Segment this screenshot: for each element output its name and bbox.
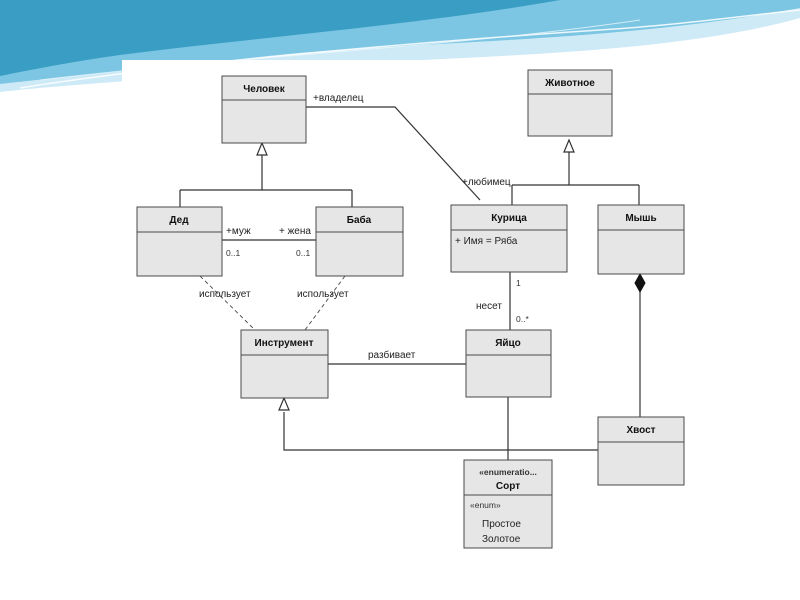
label-ispolzuet-left: использует <box>199 289 251 300</box>
label-razbivaet: разбивает <box>368 349 416 361</box>
class-instrument[interactable]: Инструмент <box>240 329 329 399</box>
class-mysh[interactable]: Мышь <box>597 204 685 275</box>
association-labels: +владелец +любимец +муж + жена 0..1 0..1… <box>199 93 529 361</box>
class-kuritsa-attribute: + Имя = Ряба <box>455 235 518 247</box>
class-instrument-name: Инструмент <box>255 338 314 349</box>
class-mysh-name: Мышь <box>625 213 656 224</box>
enum-sort[interactable]: «enumeratio... Сорт «enum» Простое Золот… <box>463 459 553 549</box>
enum-sort-name: Сорт <box>496 481 520 492</box>
class-chelovek[interactable]: Человек <box>221 75 307 144</box>
label-zhena-multiplicity: 0..1 <box>296 248 310 258</box>
class-zhivotnoe[interactable]: Животное <box>527 69 613 137</box>
label-neset: несет <box>476 301 502 312</box>
class-khvost-name: Хвост <box>626 425 655 436</box>
label-neset-multiplicity-top: 1 <box>516 278 521 288</box>
connections <box>179 106 646 460</box>
class-zhivotnoe-name: Животное <box>544 78 595 89</box>
class-yaitso-name: Яйцо <box>495 338 521 349</box>
label-muzh-multiplicity: 0..1 <box>226 248 240 258</box>
class-khvost[interactable]: Хвост <box>597 416 685 486</box>
label-neset-multiplicity-bottom: 0..* <box>516 314 529 324</box>
enum-literal-zolotoe: Золотое <box>482 534 521 545</box>
class-kuritsa-name: Курица <box>491 213 527 224</box>
label-zhena: + жена <box>279 226 311 237</box>
label-vladelets: +владелец <box>313 93 364 104</box>
label-ispolzuet-right: использует <box>297 289 349 300</box>
class-baba[interactable]: Баба <box>315 206 404 277</box>
enum-sort-literal-stereotype: «enum» <box>470 500 501 510</box>
class-ded-name: Дед <box>169 215 189 226</box>
enum-literal-prostoe: Простое <box>482 519 521 530</box>
label-muzh: +муж <box>226 226 251 237</box>
class-ded[interactable]: Дед <box>136 206 223 277</box>
label-lyubimets: +любимец <box>462 176 511 188</box>
enum-sort-stereotype: «enumeratio... <box>479 467 537 477</box>
class-kuritsa[interactable]: Курица + Имя = Ряба <box>450 204 568 273</box>
class-baba-name: Баба <box>347 214 372 226</box>
class-chelovek-name: Человек <box>243 84 285 95</box>
class-yaitso[interactable]: Яйцо <box>465 329 552 398</box>
